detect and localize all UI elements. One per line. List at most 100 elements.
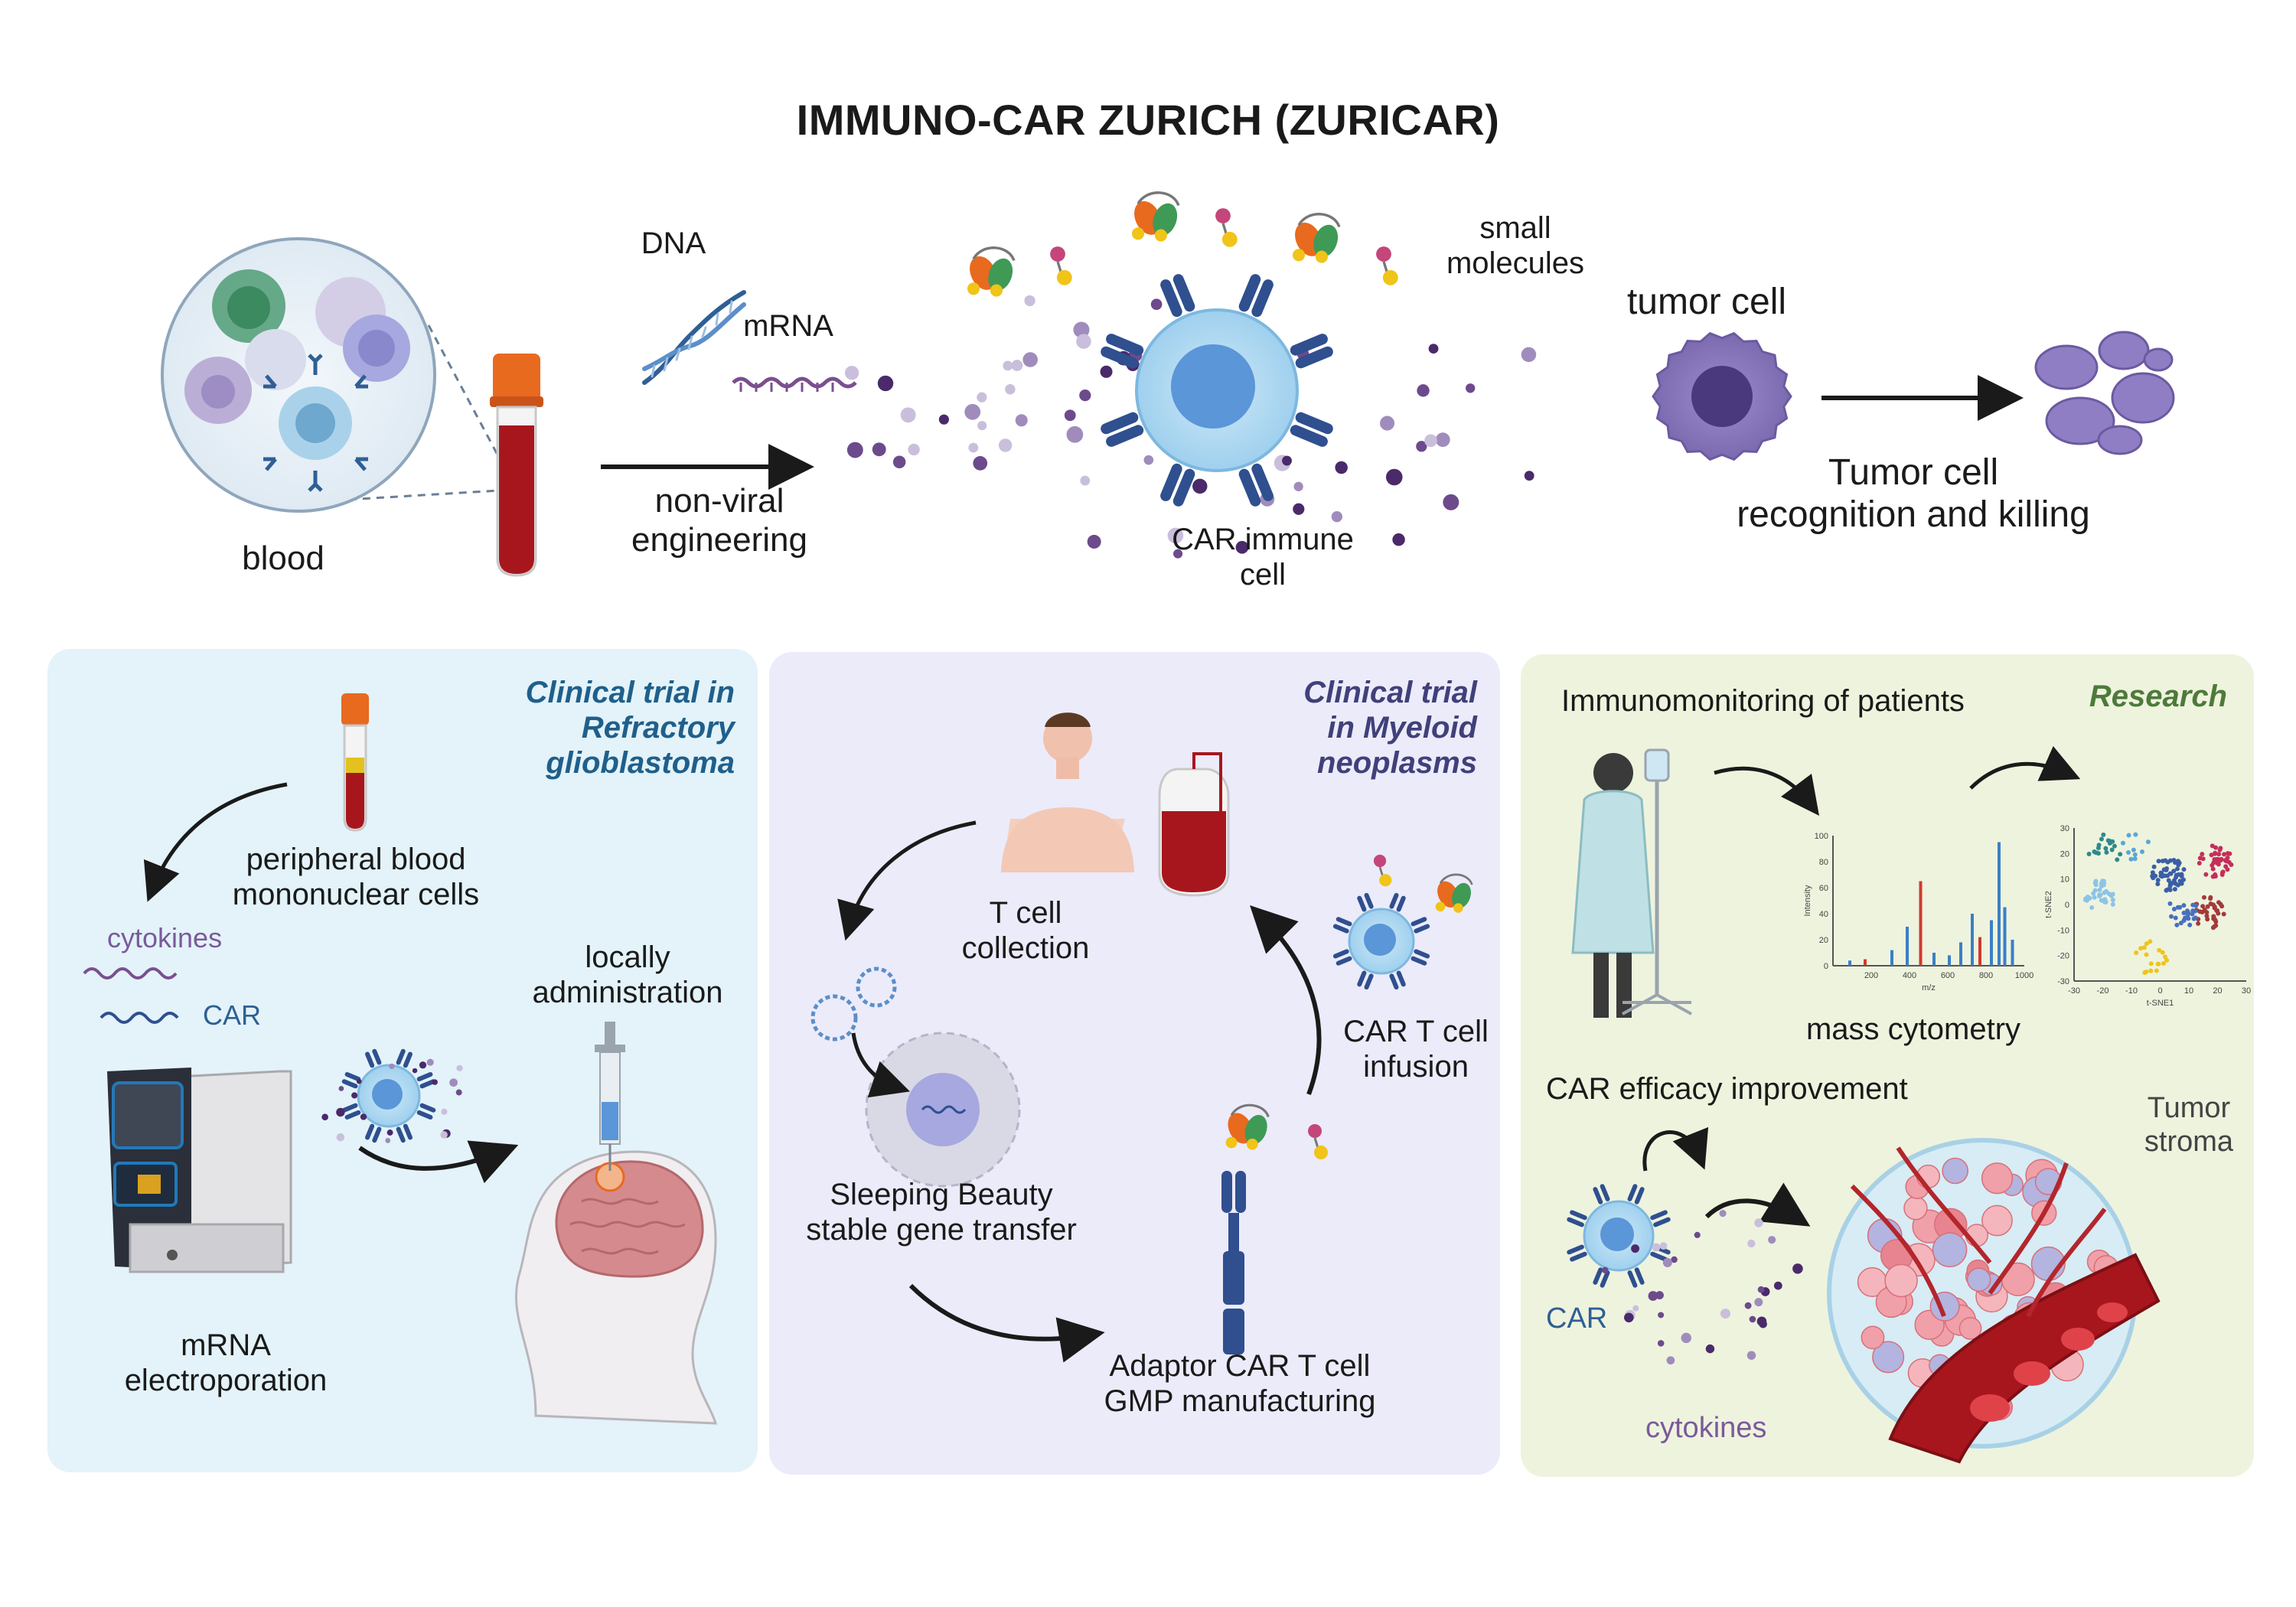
molecule-dot: [968, 442, 979, 453]
panel-glioblastoma-title-line-1: Clinical trial in: [525, 676, 735, 709]
tumor-tissue-cell: [1903, 1196, 1928, 1221]
electroporation-line-1: mRNA: [181, 1328, 271, 1362]
tsne-x-tick: -10: [2125, 986, 2138, 996]
tsne-point: [2223, 864, 2229, 869]
spectrum-peak: [1919, 881, 1923, 966]
car-receptor-icon: [1332, 949, 1352, 966]
tsne-point: [2173, 881, 2178, 886]
panel-myeloid-title: Clinical trial in Myeloid neoplasms: [1171, 675, 1477, 781]
panel-myeloid-title-line-3: neoplasms: [1317, 746, 1477, 780]
administration-arrow: [358, 1140, 519, 1184]
tsne-point: [2214, 908, 2219, 913]
small-molecules-line-1: small: [1479, 211, 1551, 245]
tsne-point: [2210, 874, 2216, 879]
car-receptor-icon: [416, 1103, 436, 1120]
car-receptor-icon: [341, 1072, 361, 1089]
spectrum-x-tick: 600: [1941, 971, 1955, 980]
car-receptor-icon: [1389, 970, 1406, 990]
spectrum-y-tick: 100: [1815, 832, 1828, 841]
tsne-point: [2110, 901, 2115, 907]
car-immune-cell-line-1: CAR immune: [1172, 523, 1354, 556]
molecule-dot: [336, 1133, 345, 1142]
tsne-point: [2181, 903, 2187, 908]
car-t-infusion-label: CAR T cell infusion: [1309, 1014, 1523, 1084]
molecule-dot: [441, 1108, 448, 1115]
tsne-point: [2104, 849, 2109, 855]
tsne-point: [2221, 911, 2226, 917]
molecule-dot: [977, 421, 987, 431]
tsne-point: [2167, 883, 2173, 888]
molecule-dot: [964, 403, 981, 420]
tsne-point: [2175, 859, 2180, 864]
molecule-dot: [1150, 298, 1163, 311]
tsne-point: [2181, 867, 2187, 872]
tsne-point: [2101, 832, 2106, 837]
car-receptor-icon: [1627, 1184, 1645, 1204]
tsne-point: [2190, 911, 2195, 917]
molecule-dot: [1719, 1210, 1727, 1217]
tsne-point: [2086, 852, 2092, 857]
spectrum-peak: [2011, 940, 2014, 966]
molecule-dot: [412, 1068, 418, 1074]
tsne-point: [2097, 892, 2102, 898]
molecule-dot: [321, 1113, 328, 1121]
molecule-dot: [938, 414, 949, 425]
molecule-dot: [356, 1078, 362, 1084]
molecule-dot: [1080, 475, 1091, 486]
tsne-point: [2138, 946, 2144, 951]
tumor-stroma-label: Tumor stroma: [2128, 1092, 2250, 1159]
molecule-dot: [1003, 360, 1013, 371]
molecule-dot: [455, 1089, 462, 1096]
tsne-point: [2120, 840, 2125, 846]
car-immune-cell-label: CAR immune cell: [1133, 522, 1393, 592]
cytokine-dots: [321, 1058, 463, 1143]
tsne-point: [2202, 907, 2207, 912]
molecule-dot: [1648, 1291, 1658, 1301]
tsne-point: [2213, 919, 2219, 924]
panel-myeloid-title-line-1: Clinical trial: [1303, 676, 1477, 709]
molecule-dot: [1100, 365, 1113, 378]
molecule-dot: [1652, 1243, 1661, 1252]
tsne-point: [2191, 916, 2197, 921]
tsne-point: [2181, 910, 2187, 915]
tsne-point: [2148, 968, 2154, 973]
car-receptor-icon: [1593, 1184, 1610, 1204]
tsne-point: [2178, 921, 2183, 926]
molecule-dot: [1792, 1263, 1803, 1274]
cytokines-label: cytokines: [107, 922, 223, 953]
spectrum-x-tick: 400: [1903, 971, 1916, 980]
tsne-point: [2148, 939, 2153, 944]
pbmc-tube-icon: [341, 693, 369, 832]
tsne-point: [2196, 921, 2201, 926]
tsne-point: [2103, 899, 2108, 905]
pbmc-arrow: [143, 782, 288, 902]
molecule-dot: [977, 392, 987, 403]
tsne-point: [2109, 847, 2115, 852]
car-receptor-icon: [1101, 412, 1144, 447]
tsne-point: [2168, 871, 2174, 876]
molecule-dot: [1435, 432, 1450, 448]
car-receptor-icon: [365, 1048, 382, 1068]
tsne-point: [2110, 892, 2115, 897]
molecule-dot: [1773, 1281, 1782, 1290]
dna-label: DNA: [641, 227, 706, 260]
collection-arrow: [837, 820, 977, 941]
electroporation-line-2: electroporation: [124, 1364, 328, 1397]
molecule-dot: [973, 455, 988, 471]
molecule-dot: [892, 455, 906, 469]
monitoring-arrow-2: [1969, 745, 2081, 790]
molecule-dot: [1632, 1305, 1639, 1312]
tsne-point: [2093, 878, 2099, 884]
tsne-y-tick: 30: [2060, 824, 2069, 833]
collection-line-1: T cell: [989, 896, 1062, 930]
car-receptor-icon: [1238, 274, 1274, 318]
molecule-dot: [1768, 1236, 1776, 1244]
molecule-dot: [1331, 510, 1343, 523]
molecule-dot: [1392, 533, 1405, 546]
tumor-tissue-cell: [1958, 1316, 1982, 1340]
tsne-point: [2176, 862, 2181, 868]
small-molecule-icon: [1215, 208, 1238, 247]
tsne-point: [2131, 847, 2136, 852]
small-molecules-label: small molecules: [1424, 210, 1607, 281]
